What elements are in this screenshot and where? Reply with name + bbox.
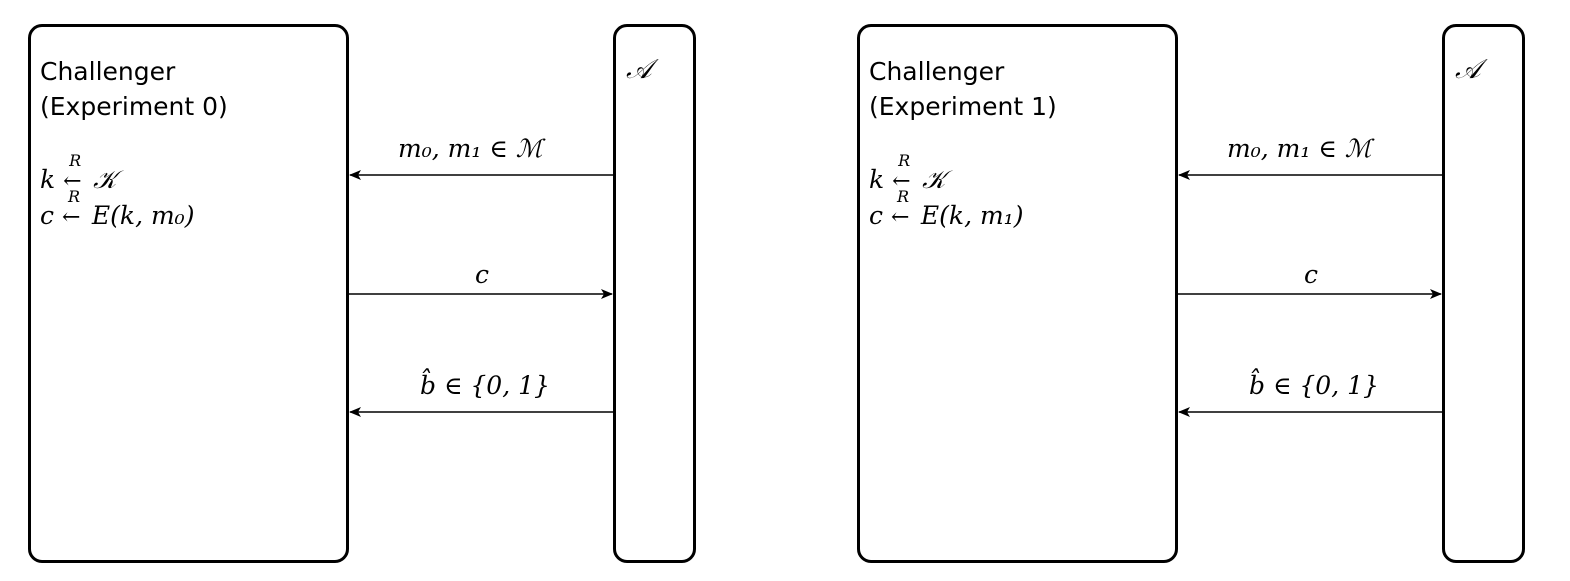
random-assign-symbol: R← [61, 187, 81, 230]
challenger-subtitle-exp0: (Experiment 0) [40, 92, 228, 121]
cipher-line-exp1: c R← E(k, m₁) [869, 187, 1024, 230]
ciphertext-label-exp0: c [475, 260, 490, 289]
guess-label-exp0: b̂ ∈ {0, 1} [420, 371, 550, 400]
message-pair-label-exp1: m₀, m₁ ∈ ℳ [1227, 134, 1372, 163]
encryption-expr-exp0: E(k, m₀) [91, 201, 195, 230]
encryption-expr-exp1: E(k, m₁) [920, 201, 1024, 230]
challenger-box-exp1 [857, 24, 1178, 563]
challenger-title-exp1: Challenger [869, 57, 1005, 86]
cipher-var-exp1: c [869, 201, 884, 230]
keyspace-symbol-exp0: 𝒦 [93, 165, 117, 194]
cipher-line-exp0: c R← E(k, m₀) [40, 187, 195, 230]
challenger-title-exp0: Challenger [40, 57, 176, 86]
challenger-subtitle-exp1: (Experiment 1) [869, 92, 1057, 121]
random-assign-symbol: R← [890, 187, 910, 230]
key-sample-line-exp0: k R← 𝒦 [40, 151, 117, 195]
challenger-box-exp0 [28, 24, 349, 563]
key-var-exp1: k [869, 165, 885, 194]
message-pair-label-exp0: m₀, m₁ ∈ ℳ [398, 134, 543, 163]
cipher-var-exp0: c [40, 201, 55, 230]
adversary-box-exp1 [1442, 24, 1525, 563]
random-assign-symbol: R← [892, 151, 911, 194]
adversary-label-exp0: 𝒜 [626, 54, 652, 85]
key-var-exp0: k [40, 165, 56, 194]
keyspace-symbol-exp1: 𝒦 [922, 165, 946, 194]
adversary-label-exp1: 𝒜 [1455, 54, 1481, 85]
key-sample-line-exp1: k R← 𝒦 [869, 151, 946, 195]
random-assign-symbol: R← [63, 151, 82, 194]
ciphertext-label-exp1: c [1304, 260, 1319, 289]
guess-label-exp1: b̂ ∈ {0, 1} [1249, 371, 1379, 400]
adversary-box-exp0 [613, 24, 696, 563]
